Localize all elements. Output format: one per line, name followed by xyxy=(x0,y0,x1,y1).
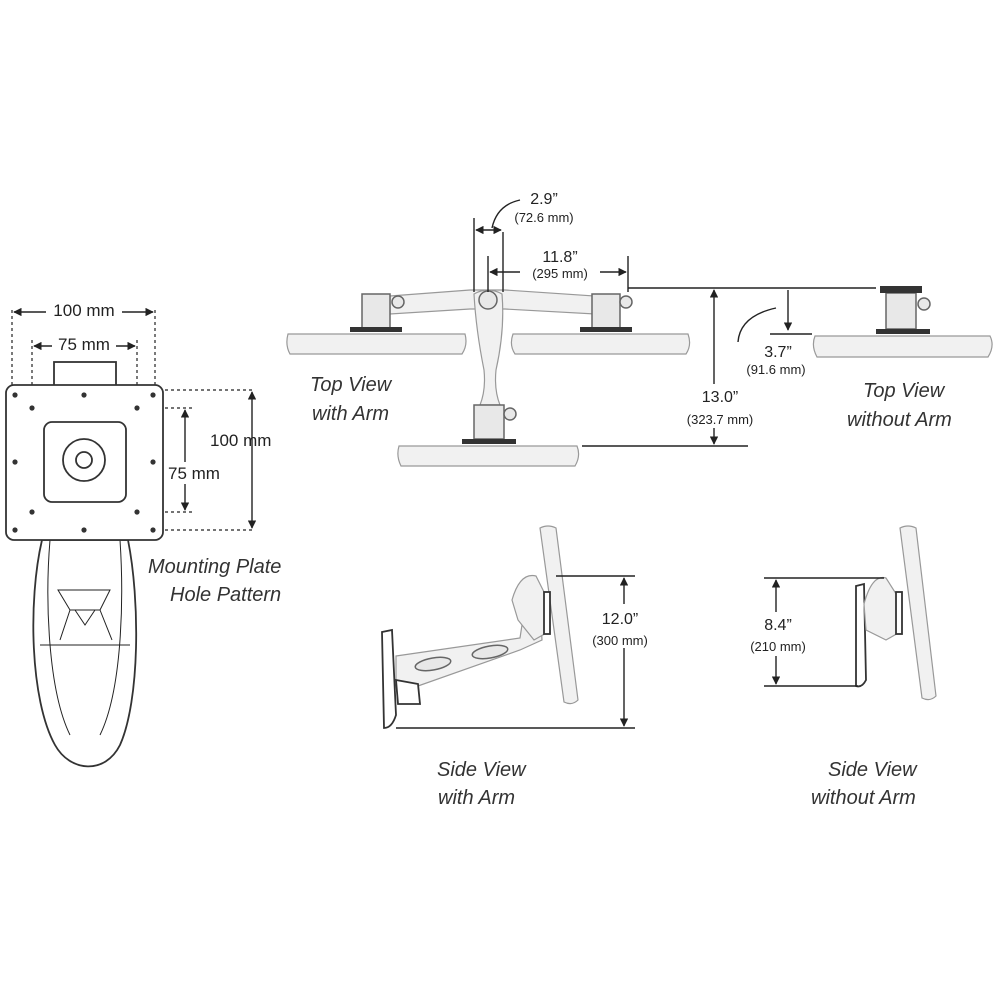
plate-outer-height-label: 100 mm xyxy=(210,431,271,450)
plate-center-hole xyxy=(75,451,93,469)
right-mount-base xyxy=(580,327,632,332)
side-without-arm-caption-line1: Side View xyxy=(828,759,918,781)
dim-8-4-mm: (210 mm) xyxy=(750,639,806,654)
right-monitor xyxy=(510,333,691,355)
dim-8-4-inch: 8.4” xyxy=(764,617,792,634)
top-view-without-arm: 3.7” (91.6 mm) Top View without Arm xyxy=(737,286,993,431)
single-mount xyxy=(885,292,917,330)
center-arm xyxy=(473,289,504,406)
left-mount-base xyxy=(350,327,402,332)
plate-tab xyxy=(53,361,117,387)
side-without-arm-caption-line2: without Arm xyxy=(811,787,916,809)
top-without-arm-caption-line1: Top View xyxy=(863,380,946,402)
center-pivot xyxy=(478,290,498,310)
bottom-mount xyxy=(473,404,505,440)
mounting-plate-view: 100 mm 75 mm xyxy=(5,300,281,768)
bottom-mount-base xyxy=(462,439,516,444)
single-mount-base xyxy=(876,329,930,334)
single-knob xyxy=(917,297,931,311)
single-monitor xyxy=(812,335,993,358)
arm-lower-joint xyxy=(395,678,421,705)
arm-slot xyxy=(414,656,452,672)
dim-2-9-mm: (72.6 mm) xyxy=(514,210,573,225)
plate-caption-line1: Mounting Plate xyxy=(148,556,281,578)
arm-body-edge xyxy=(47,539,71,736)
side-view-without-arm: 8.4” (210 mm) Side View without Arm xyxy=(738,525,937,809)
side-with-arm-caption-line2: with Arm xyxy=(438,787,515,809)
right-mount xyxy=(591,293,621,329)
arm-bracket-struts xyxy=(59,609,113,641)
top-without-arm-caption-line2: without Arm xyxy=(847,409,952,431)
dim-11-8-inch: 11.8” xyxy=(542,249,577,266)
bottom-monitor xyxy=(397,445,580,467)
side-view-with-arm: 12.0” (300 mm) Side View with Arm xyxy=(381,525,666,809)
plate-outer-width-label: 100 mm xyxy=(53,301,114,320)
plate-caption-line2: Hole Pattern xyxy=(170,584,281,606)
side-with-arm-caption-line1: Side View xyxy=(437,759,527,781)
top-with-arm-caption-line2: with Arm xyxy=(312,403,389,425)
plate-inner-height-label: 75 mm xyxy=(168,464,220,483)
tilt-plate-single xyxy=(895,591,903,635)
dim-12-0-mm: (300 mm) xyxy=(592,633,648,648)
plate-inner-width-label: 75 mm xyxy=(58,335,110,354)
arm-body xyxy=(32,539,138,768)
side-monitor-single xyxy=(899,525,937,701)
leader-line xyxy=(737,307,777,343)
dim-13-0-mm: (323.7 mm) xyxy=(687,412,753,427)
wall-plate xyxy=(381,628,397,729)
bottom-knob xyxy=(503,407,517,421)
left-monitor xyxy=(286,333,467,355)
dim-12-0-inch: 12.0” xyxy=(602,611,638,628)
single-mount-top xyxy=(880,286,922,293)
dim-11-8-mm: (295 mm) xyxy=(532,266,588,281)
side-monitor xyxy=(539,525,579,705)
wall-plate-single xyxy=(855,582,867,688)
plate-holes xyxy=(12,392,156,533)
tilt-head xyxy=(511,574,549,641)
right-knob xyxy=(619,295,633,309)
leader-line xyxy=(491,199,521,229)
dim-3-7-mm: (91.6 mm) xyxy=(746,362,805,377)
tilt-head-single xyxy=(863,576,901,641)
dim-2-9-inch: 2.9” xyxy=(530,191,558,208)
left-knob xyxy=(391,295,405,309)
arm-slot xyxy=(471,644,509,660)
left-mount xyxy=(361,293,391,329)
tilt-plate xyxy=(543,591,551,635)
dim-13-0-inch: 13.0” xyxy=(702,389,738,406)
top-view-with-arm: 2.9” (72.6 mm) 11.8” (295 mm) 13.0” (323… xyxy=(286,191,876,467)
arm-body-edge xyxy=(99,539,123,736)
top-with-arm-caption-line1: Top View xyxy=(310,374,393,396)
dim-3-7-inch: 3.7” xyxy=(764,344,792,361)
